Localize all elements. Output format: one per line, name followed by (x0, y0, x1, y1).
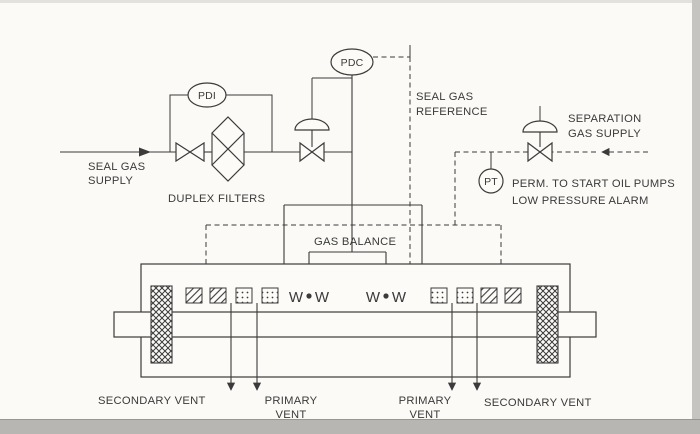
right-end-seal (536, 285, 559, 364)
seal-node-dot (383, 293, 389, 299)
seal-element-dotted (235, 287, 253, 304)
actuator-diaphragm (294, 118, 330, 131)
seal-w-label: W (315, 289, 330, 306)
filter-b (211, 148, 245, 182)
filter-a (211, 116, 245, 150)
seal-gas-injection-piping (279, 75, 427, 282)
seal-gas-reference-line (373, 45, 414, 280)
seal-w-label: W (289, 289, 304, 306)
seal-element-hatched (209, 287, 227, 304)
pt-note-2: LOW PRESSURE ALARM (512, 195, 649, 207)
seal-element-hatched (185, 287, 203, 304)
compressor-shaft (113, 311, 597, 338)
seal-gas-reference-label-1: SEAL GAS (416, 91, 473, 103)
seal-element-hatched (504, 287, 522, 304)
scan-edge-bottom (0, 419, 700, 434)
left-end-seal (150, 285, 173, 364)
primary-vent-label-right-2: VENT (409, 409, 440, 421)
seal-node-dot (306, 293, 312, 299)
secondary-vent-label-left: SECONDARY VENT (98, 395, 206, 407)
separation-gas-supply-label-1: SEPARATION (568, 113, 641, 125)
pt-instrument: PT (478, 152, 504, 194)
secondary-vent-label-right: SECONDARY VENT (484, 397, 592, 409)
pt-note-1: PERM. TO START OIL PUMPS (512, 178, 675, 190)
seal-element-dotted (430, 287, 448, 304)
duplex-filters-label: DUPLEX FILTERS (168, 193, 265, 205)
vent-piping (226, 303, 482, 391)
seal-gas-control-valve (294, 77, 352, 163)
pdc-tag: PDC (341, 57, 364, 69)
valve-body-left (527, 141, 541, 163)
flow-arrow (139, 147, 151, 157)
pdc-instrument: PDC (330, 48, 374, 76)
valve-body-left (299, 141, 313, 163)
actuator-diaphragm (522, 120, 558, 133)
pt-bubble (478, 168, 504, 194)
seal-w-label: W (366, 289, 381, 306)
seal-gas-supply-label-1: SEAL GAS (88, 161, 145, 173)
valve-body-right (311, 141, 325, 163)
pdi-tap-upstream (169, 94, 188, 152)
valve-body-left (175, 141, 192, 163)
seal-element-hatched (480, 287, 498, 304)
separation-gas-valve (522, 106, 558, 163)
separation-gas-supply-label-2: GAS SUPPLY (568, 128, 641, 140)
primary-vent-label-right-1: PRIMARY (399, 395, 452, 407)
pdi-instrument: PDI (169, 82, 273, 152)
separation-gas-distribution-piping (202, 151, 528, 282)
compressor: W W W W (113, 263, 597, 378)
primary-vent-label-left-2: VENT (275, 409, 306, 421)
seal-gas-reference-label-2: REFERENCE (416, 106, 488, 118)
seal-gas-supply-piping (60, 147, 176, 157)
seal-w-label: W (392, 289, 407, 306)
gas-balance-label: GAS BALANCE (314, 236, 396, 248)
primary-vent-label-left-1: PRIMARY (265, 395, 318, 407)
pdi-tag: PDI (198, 90, 216, 102)
duplex-filter-assembly (204, 116, 300, 182)
pdi-tap-downstream (226, 94, 273, 152)
seal-element-dotted (456, 287, 474, 304)
scan-edge-right (692, 0, 700, 434)
hand-valve (175, 141, 205, 163)
scan-edge-top (0, 0, 700, 3)
pdi-bubble (187, 82, 227, 108)
valve-body-right (539, 141, 553, 163)
pt-tag: PT (484, 176, 498, 188)
seal-gas-supply-label-2: SUPPLY (88, 175, 133, 187)
valve-body-right (188, 141, 205, 163)
seal-element-dotted (261, 287, 279, 304)
